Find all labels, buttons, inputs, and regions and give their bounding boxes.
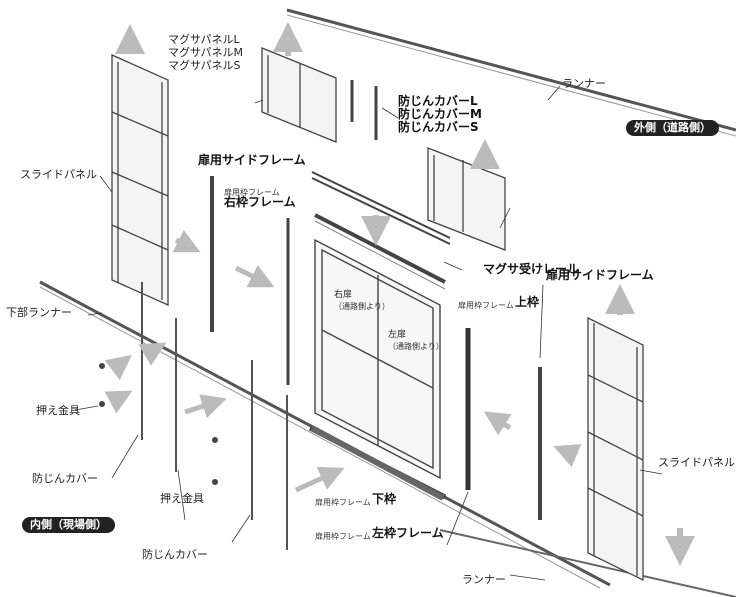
magusa-panel-label-top: マグサパネルL マグサパネルM マグサパネルS — [168, 33, 244, 72]
side-frame-label-right: 扉用サイドフレーム — [546, 268, 654, 282]
slide-panel-right — [587, 316, 644, 582]
side-frame-label-left: 扉用サイドフレーム — [198, 153, 306, 167]
magusa-panel-right — [427, 147, 506, 251]
door-left-leaf-label: 左扉 （通路側より） — [388, 330, 444, 351]
dust-cover-strips-top — [350, 80, 378, 140]
top-frame-bar — [314, 213, 446, 290]
lower-runner-label: 下部ランナー — [6, 306, 72, 319]
holder-label-left: 押え金具 — [36, 404, 80, 417]
runner-label-bottom: ランナー — [462, 573, 506, 586]
holder-fittings — [99, 363, 218, 485]
slide-panel-label-right: スライドパネル — [658, 456, 735, 469]
magusa-receive-rail — [311, 171, 451, 245]
holder-label-mid: 押え金具 — [160, 492, 204, 505]
runner-bottom-rail — [439, 529, 736, 597]
inside-badge: 内側（現場側） — [22, 517, 115, 533]
outside-badge: 外側（道路側） — [626, 120, 719, 136]
left-frame-small-label: 扉用枠フレーム — [315, 532, 371, 541]
top-frame-small-label: 扉用枠フレーム — [458, 301, 514, 310]
door-right-leaf-label: 右扉 （通路側より） — [334, 290, 390, 311]
runner-label-top: ランナー — [562, 77, 606, 90]
slide-panel-label-left: スライドパネル — [20, 168, 97, 181]
bottom-runner-piece — [310, 425, 445, 501]
door-frame — [314, 238, 441, 480]
bottom-frame-small-label: 扉用枠フレーム — [315, 498, 371, 507]
assembly-arrows — [104, 229, 582, 493]
magusa-panel-top — [261, 47, 337, 143]
dust-cover-label-top: 防じんカバーL 防じんカバーM 防じんカバーS — [398, 94, 482, 134]
leader-lines — [74, 85, 663, 581]
bottom-frame-label: 下枠 — [372, 492, 397, 506]
top-frame-label: 上枠 — [515, 295, 540, 309]
slide-panel-left — [111, 53, 169, 307]
dust-cover-strips-lower — [141, 282, 288, 550]
magusa-rail-label: マグサ受けレール — [483, 262, 580, 276]
dust-cover-label-left: 防じんカバー — [32, 472, 98, 485]
right-frame-label: 右枠フレーム — [224, 195, 296, 209]
dust-cover-label-bottom: 防じんカバー — [142, 548, 208, 561]
runner-top-rail — [286, 8, 736, 137]
right-frame-small-label: 扉用枠フレーム — [224, 188, 280, 197]
left-frame-label: 左枠フレーム — [372, 526, 444, 540]
